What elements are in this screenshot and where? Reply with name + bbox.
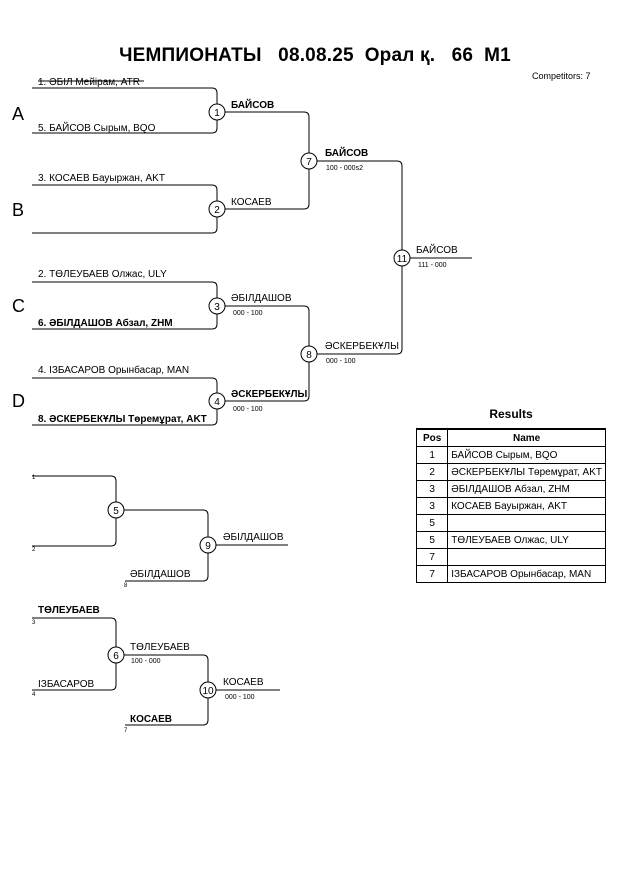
- match-score: 000 - 100: [225, 694, 255, 701]
- match-winner: ӘБІЛДАШОВ: [223, 532, 284, 543]
- match-circle: [107, 646, 125, 664]
- results-name: [447, 514, 606, 532]
- results-pos: 7: [415, 565, 449, 583]
- match-winner: БАЙСОВ: [325, 146, 368, 159]
- match-circle: [208, 297, 226, 315]
- match-circle: [393, 249, 411, 267]
- match-number: 2: [214, 205, 220, 216]
- results-pos: 1: [415, 446, 449, 464]
- entrant-name: 3. КОСАЕВ Бауыржан, AKT: [38, 173, 165, 184]
- results-name: БАЙСОВ Сырым, BQO: [447, 446, 606, 464]
- results-name: ӘСКЕРБЕКҰЛЫ Төремұрат, AKT: [447, 463, 606, 481]
- match-score: 000 - 100: [326, 358, 356, 365]
- match-score: 000 - 100: [233, 406, 263, 413]
- match-circle: [300, 345, 318, 363]
- entrant-name: 8. ӘСКЕРБЕКҰЛЫ Төремұрат, AKT: [38, 414, 207, 425]
- results-pos: 3: [415, 497, 449, 515]
- results-name: КОСАЕВ Бауыржан, AKT: [447, 497, 606, 515]
- pool-label-c: C: [12, 296, 25, 316]
- competitors-count: Competitors: 7: [532, 71, 591, 81]
- slot-number: 2: [32, 547, 36, 553]
- bracket-line: [309, 160, 403, 355]
- results-name: ӘБІЛДАШОВ Абзал, ZHM: [447, 480, 606, 498]
- slot-number: 4: [32, 692, 36, 698]
- match-circle: [199, 536, 217, 554]
- bracket-line: [32, 184, 218, 234]
- results-name: [447, 548, 606, 566]
- results-header-name: Name: [447, 428, 606, 447]
- table-row: 5: [415, 514, 606, 532]
- match-circle: [107, 501, 125, 519]
- results-pos: 2: [415, 463, 449, 481]
- match-winner: ТӨЛЕУБАЕВ: [130, 642, 190, 653]
- results-header-pos: Pos: [415, 428, 449, 447]
- results-title: Results: [489, 407, 533, 421]
- slot-number: 7: [124, 728, 128, 734]
- results-pos: 5: [415, 531, 449, 549]
- match-circle: [208, 200, 226, 218]
- entrant-name: 5. БАЙСОВ Сырым, BQO: [38, 121, 156, 134]
- entrant-name: 2. ТӨЛЕУБАЕВ Олжас, ULY: [38, 269, 167, 280]
- table-row: 7: [415, 548, 606, 566]
- results-name: ІЗБАСАРОВ Орынбасар, MAN: [447, 565, 606, 583]
- results-name: ТӨЛЕУБАЕВ Олжас, ULY: [447, 531, 606, 549]
- match-circle: [300, 152, 318, 170]
- results-pos: 7: [415, 548, 449, 566]
- match-winner: КОСАЕВ: [231, 197, 272, 208]
- match-winner: БАЙСОВ: [416, 243, 458, 256]
- match-number: 9: [205, 541, 211, 552]
- results-pos: 3: [415, 480, 449, 498]
- match-number: 1: [214, 108, 220, 119]
- bracket-line: [32, 475, 117, 547]
- match-number: 8: [306, 350, 312, 361]
- match-score: 100 - 000: [131, 658, 161, 665]
- match-score: 111 - 000: [418, 262, 447, 269]
- bracket-line: [217, 111, 310, 210]
- match-circle: [199, 681, 217, 699]
- match-number: 4: [214, 397, 220, 408]
- page-title: ЧЕМПИОНАТЫ 08.08.25 Орал қ. 66 М1: [119, 45, 511, 66]
- pool-label-b: B: [12, 200, 24, 220]
- match-circle: [208, 392, 226, 410]
- entrant-name: 6. ӘБІЛДАШОВ Абзал, ZHM: [38, 317, 173, 329]
- match-number: 10: [202, 686, 214, 697]
- slot-number: 3: [32, 620, 36, 626]
- match-winner: ӘСКЕРБЕКҰЛЫ: [325, 341, 399, 352]
- match-winner: БАЙСОВ: [231, 98, 274, 111]
- bracket-line: [217, 305, 310, 402]
- match-winner: КОСАЕВ: [223, 677, 264, 688]
- results-pos: 5: [415, 514, 449, 532]
- slot-number: 1: [32, 475, 36, 481]
- repechage-entrant: ІЗБАСАРОВ: [38, 679, 95, 690]
- repechage-entrant: ӘБІЛДАШОВ: [130, 569, 191, 580]
- match-number: 11: [397, 254, 408, 265]
- match-number: 5: [113, 506, 119, 517]
- entrant-name: 4. ІЗБАСАРОВ Орынбасар, MAN: [38, 364, 189, 376]
- match-number: 7: [306, 157, 312, 168]
- match-circle: [208, 103, 226, 121]
- pool-label-d: D: [12, 391, 25, 411]
- match-score: 000 - 100: [233, 310, 263, 317]
- entrant-name: 1. ӘБІЛ Мейірам, ATR: [38, 77, 140, 88]
- match-winner: ӘСКЕРБЕКҰЛЫ: [231, 389, 307, 400]
- match-number: 3: [214, 302, 220, 313]
- slot-number: 8: [124, 583, 128, 589]
- match-number: 6: [113, 651, 119, 662]
- match-winner: ӘБІЛДАШОВ: [231, 293, 292, 304]
- repechage-entrant: ТӨЛЕУБАЕВ: [38, 605, 100, 616]
- match-score: 100 - 000s2: [326, 165, 363, 172]
- pool-label-a: A: [12, 104, 24, 124]
- repechage-entrant: КОСАЕВ: [130, 714, 172, 725]
